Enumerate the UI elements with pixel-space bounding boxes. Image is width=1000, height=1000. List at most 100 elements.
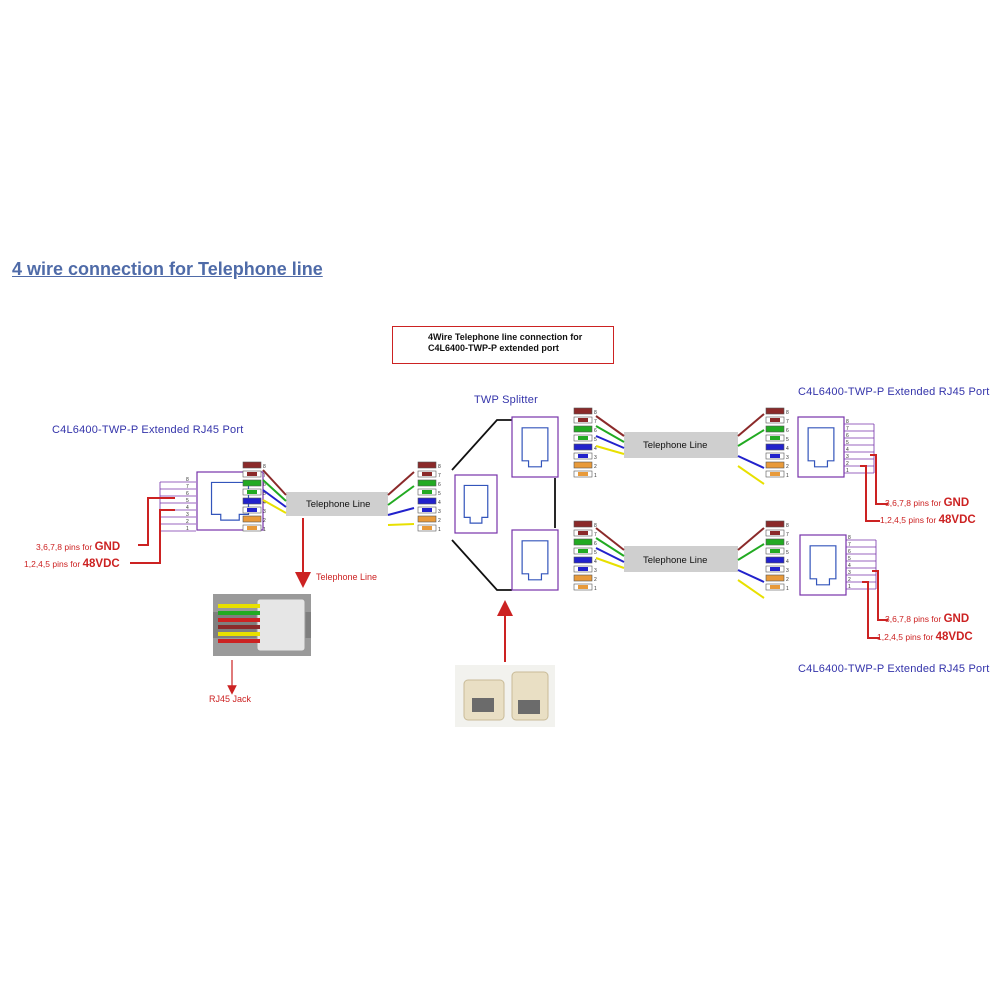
wire-bar [573, 556, 593, 564]
wire-stripe [578, 436, 588, 440]
wire-bar [417, 461, 437, 469]
wire-bar [573, 574, 593, 582]
splitter-body-top [451, 419, 512, 471]
fan-wire [595, 557, 625, 569]
pin-number: 2 [594, 464, 597, 470]
pin-number: 7 [594, 419, 597, 425]
fan-wire [737, 569, 765, 583]
fan-wire [595, 425, 625, 443]
wire-bar [765, 556, 785, 564]
fan-wire [595, 547, 625, 563]
splitter-top-fan [595, 415, 625, 455]
splitter-body-bottom [451, 539, 512, 591]
photo-wire [218, 625, 260, 629]
pin-number: 4 [848, 563, 851, 569]
left-gnd-bracket [138, 497, 175, 546]
wire-stripe [247, 472, 257, 476]
right-bottom-rj45-port [799, 534, 847, 596]
pin-number: 5 [786, 437, 789, 443]
fan-wire [737, 543, 765, 561]
fan-wire [595, 445, 625, 455]
wire-bar [573, 538, 593, 546]
port-socket [521, 427, 549, 468]
wire-bar [573, 461, 593, 469]
telephone-line-label-bottom: Telephone Line [643, 555, 708, 566]
telephone-line-label-left: Telephone Line [306, 499, 371, 510]
fan-wire [387, 485, 415, 506]
pin-number: 2 [786, 577, 789, 583]
pin-number: 4 [846, 447, 849, 453]
fan-wire [262, 479, 287, 502]
rj45-jack-photo [213, 594, 311, 656]
bottom-right-port-label: C4L6400-TWP-P Extended RJ45 Port [798, 663, 990, 675]
pin-number: 7 [594, 532, 597, 538]
pin-number: 7 [263, 473, 266, 479]
pin-number: 5 [594, 550, 597, 556]
pin-number: 7 [786, 419, 789, 425]
wire-stripe [770, 585, 780, 589]
fan-wire [737, 579, 765, 599]
top-right-48vdc-label: 1,2,4,5 pins for 48VDC [880, 514, 976, 526]
telephone-line-label-top: Telephone Line [643, 440, 708, 451]
pin-number: 2 [846, 461, 849, 467]
left-gnd-label: 3,6,7,8 pins for GND [36, 541, 121, 553]
right-bottom-vdc-bracket [862, 581, 880, 639]
pin-number: 3 [786, 568, 789, 574]
pin-number: 7 [848, 542, 851, 548]
fan-wire [737, 455, 765, 469]
left-fan-out [262, 469, 287, 514]
pin-number: 6 [848, 549, 851, 555]
wire-stripe [770, 436, 780, 440]
wire-bar [765, 574, 785, 582]
wire-bar [242, 461, 262, 469]
pin-number: 3 [186, 512, 189, 518]
right-bottom-gnd-bracket [872, 570, 888, 621]
pin-number: 3 [263, 509, 266, 515]
pin-number: 3 [594, 568, 597, 574]
pin-number: 3 [786, 455, 789, 461]
port-body [797, 416, 845, 478]
wire-bar [765, 520, 785, 528]
pin-number: 8 [594, 523, 597, 529]
port-body [511, 416, 559, 478]
left-48vdc-label: 1,2,4,5 pins for 48VDC [24, 558, 120, 570]
pin-number: 1 [263, 527, 266, 533]
pin-number: 2 [438, 518, 441, 524]
pin-number: 1 [846, 468, 849, 474]
fan-wire [595, 527, 625, 551]
pin-number: 7 [786, 532, 789, 538]
pin-number: 2 [263, 518, 266, 524]
fan-wire [595, 435, 625, 449]
pin-number: 6 [786, 428, 789, 434]
wire-stripe [422, 472, 432, 476]
wire-stripe [578, 472, 588, 476]
wire-bar [242, 515, 262, 523]
pin-number: 6 [594, 541, 597, 547]
splitter-bottom-fan [595, 527, 625, 569]
wire-stripe [770, 454, 780, 458]
wire-stripe [578, 454, 588, 458]
pin-number: 4 [263, 500, 266, 506]
pin-number: 5 [786, 550, 789, 556]
photo-plug [256, 598, 306, 652]
telephone-line-cable-top [624, 432, 738, 458]
note-line-1: 4Wire Telephone line connection for [428, 332, 583, 342]
pin-number: 4 [186, 505, 189, 511]
note-box: 4Wire Telephone line connection for C4L6… [392, 326, 614, 364]
fan-wire [737, 527, 765, 551]
wire-stripe [770, 531, 780, 535]
pin-number: 1 [594, 473, 597, 479]
pin-number: 8 [594, 410, 597, 416]
left-fan-in [387, 471, 415, 526]
fan-wire [737, 413, 765, 437]
pin-number: 8 [786, 523, 789, 529]
splitter-input-port [454, 474, 498, 534]
pin-number: 8 [186, 477, 189, 483]
pin-number: 8 [438, 464, 441, 470]
